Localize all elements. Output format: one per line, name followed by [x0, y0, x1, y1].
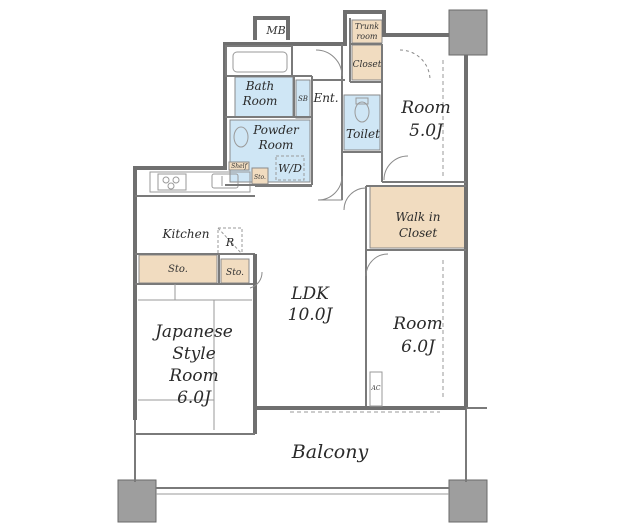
pillar-bottom-left [117, 479, 157, 523]
ac-unit [369, 371, 383, 407]
shelf-label: Shelf [231, 163, 248, 170]
room-6-size: 6.0J [401, 337, 436, 357]
stove-icon [157, 173, 187, 191]
japanese-room-label: Japanese [152, 322, 233, 342]
entrance-label: Ent. [312, 91, 338, 105]
door-swing [315, 49, 343, 77]
door-swing [365, 253, 389, 277]
japanese-room-label: Style [172, 344, 216, 364]
meter-box-wall [253, 16, 290, 40]
refrigerator-label: R [225, 236, 234, 249]
japanese-room-label: Room [168, 366, 218, 386]
toilet-label: Toilet [346, 127, 380, 141]
washbasin-icon [233, 126, 249, 148]
storage-small-label: Sto. [254, 174, 266, 181]
balcony-label: Balcony [291, 441, 369, 463]
toilet-bowl-icon [354, 101, 370, 123]
shoe-box-label: SB [298, 95, 308, 103]
room-5-label: Room [400, 98, 450, 118]
door-swing [249, 271, 263, 289]
ldk-label: LDK [290, 284, 330, 304]
door-swing [317, 175, 343, 201]
window-arc [399, 49, 431, 81]
kitchen-counter [149, 171, 251, 193]
washer-dryer-space [275, 155, 305, 181]
sink-icon [211, 173, 239, 189]
bath-room-fill [234, 76, 294, 118]
trunk-room-label: Trunk [355, 22, 379, 31]
walk-in-closet-label: Walk in [396, 210, 441, 224]
closet-label: Closet [353, 60, 382, 70]
trunk-room-label: room [356, 32, 377, 41]
toilet-tank-icon [355, 97, 369, 105]
outer-wall-top-left [133, 10, 449, 420]
bath-tub-inner [232, 51, 288, 73]
bath-room-label: Room [242, 94, 278, 108]
pillar-bottom-right [448, 479, 488, 523]
stove-burner-icon [162, 176, 170, 184]
storage-left-label: Sto. [168, 264, 188, 275]
refrigerator-cross [217, 227, 243, 255]
ldk-size: 10.0J [288, 305, 334, 325]
room-6-label: Room [392, 314, 442, 334]
powder-room-label: Room [258, 138, 294, 152]
ac-label: AC [371, 385, 381, 392]
japanese-room-size: 6.0J [177, 388, 212, 408]
shelf-fill [228, 161, 250, 171]
room-5-size: 5.0J [409, 121, 444, 141]
kitchen-label: Kitchen [162, 227, 210, 241]
storage-mid-label: Sto. [226, 268, 244, 278]
storage-left-fill [138, 254, 218, 284]
walk-in-closet-fill [369, 185, 467, 249]
bath-room-label: Bath [245, 79, 275, 93]
walk-in-closet-label: Closet [399, 226, 438, 240]
storage-mid-fill [220, 258, 250, 284]
washer-dryer-label: W/D [278, 162, 302, 175]
door-swing [343, 187, 367, 211]
meter-box-label: MB [265, 24, 285, 37]
stove-burner-icon [172, 176, 180, 184]
pillar-top-right [448, 9, 488, 56]
door-swing [383, 155, 409, 181]
powder-room-label: Powder [252, 123, 300, 137]
stove-burner-icon [167, 182, 175, 190]
